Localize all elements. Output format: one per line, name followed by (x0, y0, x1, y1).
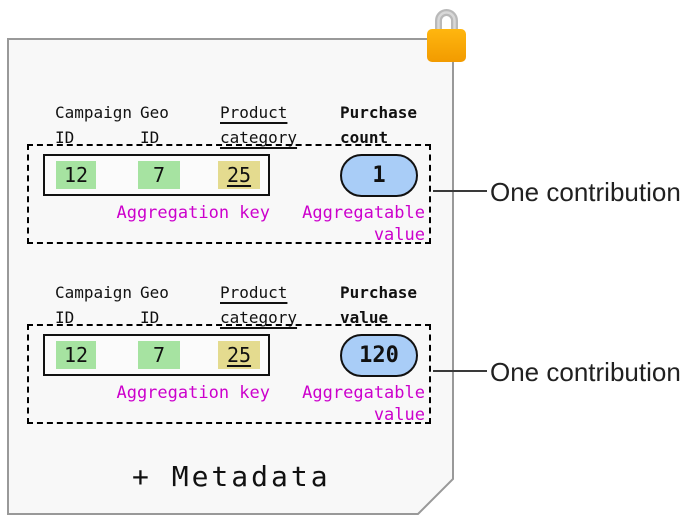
one-contribution-label: One contribution (490, 177, 681, 207)
product-category-cell: 25 (218, 161, 260, 189)
lock-icon (427, 9, 466, 62)
column-header-product-category: Product category (220, 103, 298, 147)
column-header-purchase-count: Purchase count (340, 103, 418, 147)
aggregatable-value-label: Aggregatable value (302, 383, 425, 425)
column-header-geo-id: Geo ID (140, 283, 169, 327)
column-header-campaign-id: Campaign ID (55, 283, 133, 327)
lock-body (427, 29, 466, 62)
campaign-id-cell: 12 (56, 161, 96, 189)
metadata-label: + Metadata (132, 460, 331, 493)
aggregatable-value-label: Aggregatable value (302, 203, 425, 245)
aggregation-key-label: Aggregation key (116, 203, 270, 223)
aggregatable-value-pill: 1 (340, 154, 418, 197)
one-contribution-label: One contribution (490, 357, 681, 387)
aggregatable-value-pill: 120 (340, 334, 418, 377)
column-header-product-category: Product category (220, 283, 298, 327)
contribution-boundary (27, 324, 431, 424)
column-header-geo-id: Geo ID (140, 103, 169, 147)
geo-id-cell: 7 (138, 161, 180, 189)
callout-connector-line (433, 370, 487, 372)
product-category-cell: 25 (218, 341, 260, 369)
contribution-boundary (27, 144, 431, 244)
aggregation-key-label: Aggregation key (116, 383, 270, 403)
column-header-purchase-value: Purchase value (340, 283, 418, 327)
column-header-campaign-id: Campaign ID (55, 103, 133, 147)
callout-connector-line (433, 190, 487, 192)
campaign-id-cell: 12 (56, 341, 96, 369)
geo-id-cell: 7 (138, 341, 180, 369)
lock-shackle-highlight (437, 11, 456, 31)
